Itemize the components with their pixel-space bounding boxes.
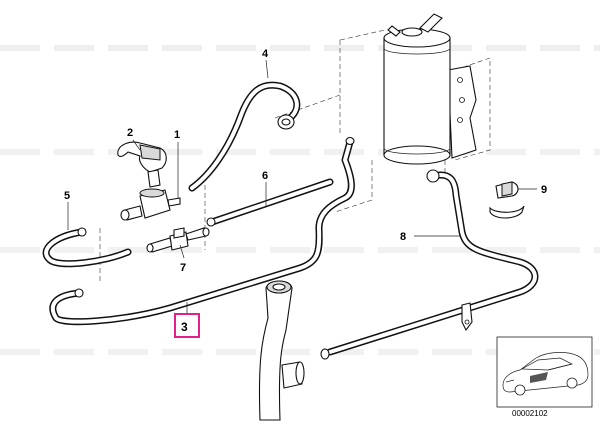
charcoal-canister: [383, 13, 477, 165]
connector-part-7: [146, 227, 210, 253]
hose-part-3: [49, 136, 355, 326]
callout-5: 5: [64, 190, 70, 202]
callout-7: 7: [180, 262, 186, 274]
dashed-assembly-lines: [99, 29, 491, 282]
diagram-reference-number: 00002102: [512, 409, 548, 418]
callout-labels: 1 2 4 5 6 7 8 9 3: [64, 48, 547, 338]
callout-4: 4: [262, 48, 269, 60]
intake-duct: [258, 280, 305, 421]
car-icon: [502, 352, 589, 396]
callout-6: 6: [262, 170, 268, 182]
callout-1: 1: [174, 129, 180, 141]
leader-lines: [67, 59, 537, 314]
callout-2: 2: [127, 127, 133, 139]
holder-part-2: [117, 141, 167, 188]
hose-part-6: [206, 178, 334, 227]
callout-9: 9: [541, 184, 547, 196]
vehicle-inset: 00002102: [496, 336, 593, 418]
callout-3: 3: [181, 320, 188, 334]
clamp-part-9: [489, 181, 525, 219]
callout-3-highlight-box: [174, 313, 200, 338]
valve-part-1: [120, 188, 181, 221]
hose-part-5: [42, 227, 132, 268]
callout-8: 8: [400, 231, 406, 243]
watermark-pattern: [0, 45, 600, 355]
pipe-part-8: [320, 169, 539, 360]
hose-part-4: [188, 81, 301, 192]
